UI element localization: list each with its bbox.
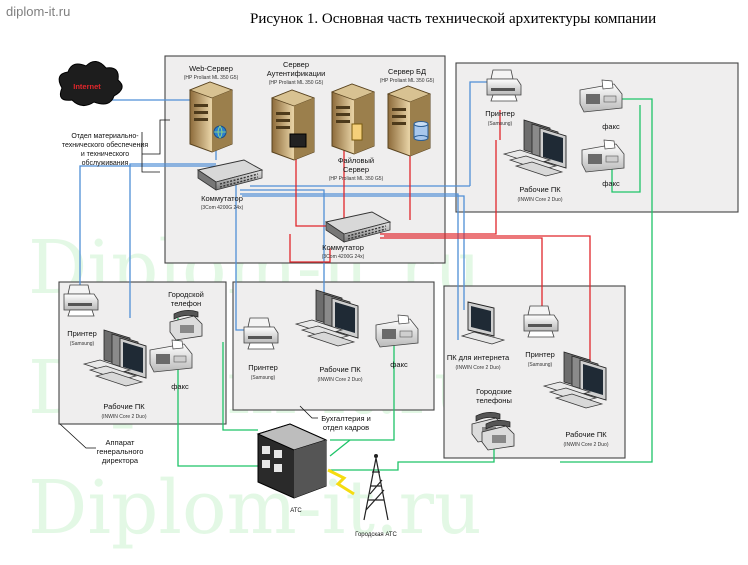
site-name[interactable]: diplom-it.ru <box>6 4 71 19</box>
city-phones[interactable]: Городские телефоны <box>471 387 515 451</box>
svg-text:Городской: Городской <box>168 290 204 299</box>
svg-text:и технического: и технического <box>81 151 129 158</box>
svg-text:Сервер: Сервер <box>283 60 309 69</box>
internet-cloud-icon[interactable]: Internet <box>58 61 123 106</box>
svg-text:отдел кадров: отдел кадров <box>323 423 369 432</box>
accounting-workstations[interactable]: Рабочие ПК (INWIN Core 2 Duo) <box>295 289 363 383</box>
auth-server[interactable]: Сервер Аутентификации (HP Proliant ML 35… <box>267 60 326 161</box>
switch-2[interactable]: Коммутатор (3Com 4200G 24x) <box>322 211 391 260</box>
mto-caption: Отдел материально- технического обеспече… <box>62 133 148 167</box>
svg-text:Аутентификации: Аутентификации <box>267 69 326 78</box>
svg-text:телефон: телефон <box>171 299 201 308</box>
svg-text:Файловый: Файловый <box>338 156 374 165</box>
svg-text:Рабочие ПК: Рабочие ПК <box>519 185 561 194</box>
svg-text:Бухгалтерия и: Бухгалтерия и <box>321 414 371 423</box>
svg-text:(3Com 4200G 24x): (3Com 4200G 24x) <box>322 254 365 260</box>
folder-icon <box>351 123 363 141</box>
svg-text:директора: директора <box>102 456 139 465</box>
svg-text:Рабочие ПК: Рабочие ПК <box>319 365 361 374</box>
watermark-3: Diplom-it.ru <box>28 465 482 551</box>
svg-text:Городские: Городские <box>476 387 512 396</box>
file-server[interactable]: Файловый Сервер (HP Proliant ML 350 G5) <box>329 83 384 182</box>
svg-text:Принтер: Принтер <box>248 363 278 372</box>
svg-text:обслуживания: обслуживания <box>82 159 129 167</box>
db-server[interactable]: Сервер БД (HP Proliant ML 350 G5) <box>380 67 435 157</box>
svg-text:факс: факс <box>171 382 189 391</box>
svg-text:Городская АТС: Городская АТС <box>355 532 397 538</box>
lan-red-lines <box>289 110 591 380</box>
mto-printer[interactable]: Принтер (Samsung) <box>485 69 522 127</box>
svg-text:Сервер: Сервер <box>343 165 369 174</box>
director-caption: Аппарат генерального директора <box>97 438 144 465</box>
svg-text:факс: факс <box>602 122 620 131</box>
director-fax[interactable]: факс <box>149 339 193 391</box>
svg-text:генерального: генерального <box>97 447 144 456</box>
svg-text:(Samsung): (Samsung) <box>251 375 276 381</box>
svg-text:факс: факс <box>390 360 408 369</box>
svg-text:Принтер: Принтер <box>485 109 515 118</box>
database-icon <box>413 121 429 141</box>
svg-text:(INWIN Core 2 Duo): (INWIN Core 2 Duo) <box>455 365 500 371</box>
ats-pbx[interactable]: АТС <box>256 423 328 514</box>
internet-label: Internet <box>73 82 101 91</box>
svg-text:(Samsung): (Samsung) <box>488 121 513 127</box>
figure-title: Рисунок 1. Основная часть технической ар… <box>250 11 657 27</box>
svg-text:Web-Сервер: Web-Сервер <box>189 64 233 73</box>
svg-text:(INWIN Core 2 Duo): (INWIN Core 2 Duo) <box>563 442 608 448</box>
svg-text:(HP Proliant ML 350 G5): (HP Proliant ML 350 G5) <box>380 78 435 84</box>
svg-text:технического обеспечения: технического обеспечения <box>62 141 148 149</box>
director-printer[interactable]: Принтер (Samsung) <box>63 284 99 347</box>
svg-text:(HP Proliant ML 350 G5): (HP Proliant ML 350 G5) <box>269 80 324 86</box>
svg-text:(HP Proliant ML 350 G5): (HP Proliant ML 350 G5) <box>329 176 384 182</box>
svg-text:ПК для интернета: ПК для интернета <box>447 353 510 362</box>
callout-lines <box>59 119 318 449</box>
monitor-icon <box>289 133 307 148</box>
right-office-workstations[interactable]: Рабочие ПК (INWIN Core 2 Duo) <box>543 351 609 448</box>
mto-fax-2[interactable]: факс <box>581 139 625 188</box>
svg-text:(INWIN Core 2 Duo): (INWIN Core 2 Duo) <box>517 197 562 203</box>
city-ats-tower[interactable]: Городская АТС <box>355 454 398 538</box>
svg-text:Коммутатор: Коммутатор <box>201 194 243 203</box>
accounting-caption: Бухгалтерия и отдел кадров <box>321 414 371 432</box>
switch-1[interactable]: Коммутатор (3Com 4200G 24x) <box>197 159 263 211</box>
director-city-phone[interactable]: Городской телефон <box>168 290 204 341</box>
svg-text:(INWIN Core 2 Duo): (INWIN Core 2 Duo) <box>317 377 362 383</box>
svg-text:телефоны: телефоны <box>476 396 512 405</box>
svg-text:АТС: АТС <box>290 508 302 514</box>
accounting-printer[interactable]: Принтер (Samsung) <box>243 317 279 381</box>
mto-fax-1[interactable]: факс <box>579 79 623 131</box>
web-server[interactable]: Web-Сервер (HP Proliant ML 350 G5) <box>184 64 239 153</box>
svg-text:Принтер: Принтер <box>67 329 97 338</box>
svg-text:(Samsung): (Samsung) <box>528 362 553 368</box>
accounting-fax[interactable]: факс <box>375 314 419 369</box>
svg-text:(3Com 4200G 24x): (3Com 4200G 24x) <box>201 205 244 211</box>
director-workstations[interactable]: Рабочие ПК (INWIN Core 2 Duo) <box>83 329 147 420</box>
svg-text:(INWIN Core 2 Duo): (INWIN Core 2 Duo) <box>101 414 146 420</box>
svg-text:(Samsung): (Samsung) <box>70 341 95 347</box>
internet-pc[interactable]: ПК для интернета (INWIN Core 2 Duo) <box>447 301 510 371</box>
right-office-printer[interactable]: Принтер (Samsung) <box>523 305 559 368</box>
svg-text:Аппарат: Аппарат <box>106 438 135 447</box>
svg-text:(HP Proliant ML 350 G5): (HP Proliant ML 350 G5) <box>184 75 239 81</box>
lightning-icon <box>327 468 355 496</box>
svg-text:Коммутатор: Коммутатор <box>322 243 364 252</box>
svg-text:Принтер: Принтер <box>525 350 555 359</box>
mto-workstations[interactable]: Рабочие ПК (INWIN Core 2 Duo) <box>503 119 567 203</box>
svg-text:Рабочие ПК: Рабочие ПК <box>565 430 607 439</box>
svg-text:Сервер БД: Сервер БД <box>388 67 426 76</box>
svg-text:факс: факс <box>602 179 620 188</box>
svg-text:Отдел материально-: Отдел материально- <box>71 133 139 140</box>
svg-text:Рабочие ПК: Рабочие ПК <box>103 402 145 411</box>
